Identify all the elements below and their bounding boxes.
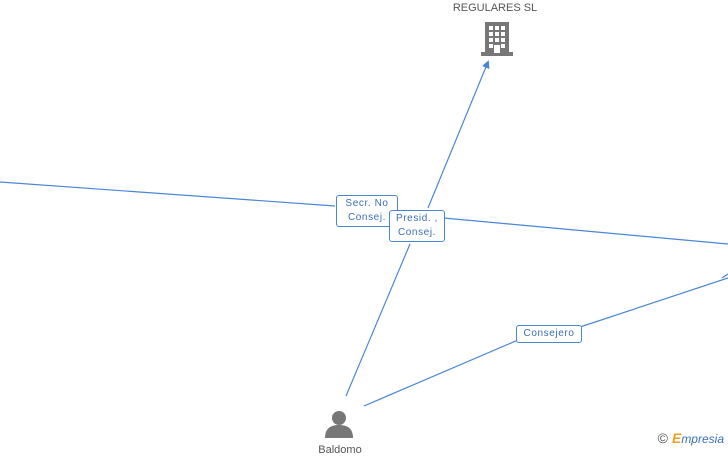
edge-label-line-1: Secr. No [345,198,389,209]
company-label[interactable]: REGULARES SL [452,2,538,14]
empresia-logo-text: mpresia [681,432,724,446]
edge-label-secr-no-consej[interactable]: Secr. No Consej. [336,195,398,227]
person-label[interactable]: Baldomo [318,444,362,456]
person-icon[interactable] [325,411,353,438]
edge-line-person-to-company [345,62,488,397]
copyright-symbol: © [657,430,668,446]
edge-line-right-stub [721,273,728,279]
edge-label-line-2: Consej. [397,227,437,238]
edge-line-person-to-right [363,277,728,407]
empresia-watermark: ©Empresia [658,430,724,446]
edge-label-line-1: Presid. , [395,213,439,224]
edge-label-consejero[interactable]: Consejero [516,325,582,343]
empresia-logo-initial: E [671,430,682,446]
edge-label-line-2: Consej. [347,212,387,223]
edge-line-left-right [0,181,728,245]
edge-label-presid-consej[interactable]: Presid. , Consej. [389,210,445,242]
building-icon[interactable] [481,22,513,56]
